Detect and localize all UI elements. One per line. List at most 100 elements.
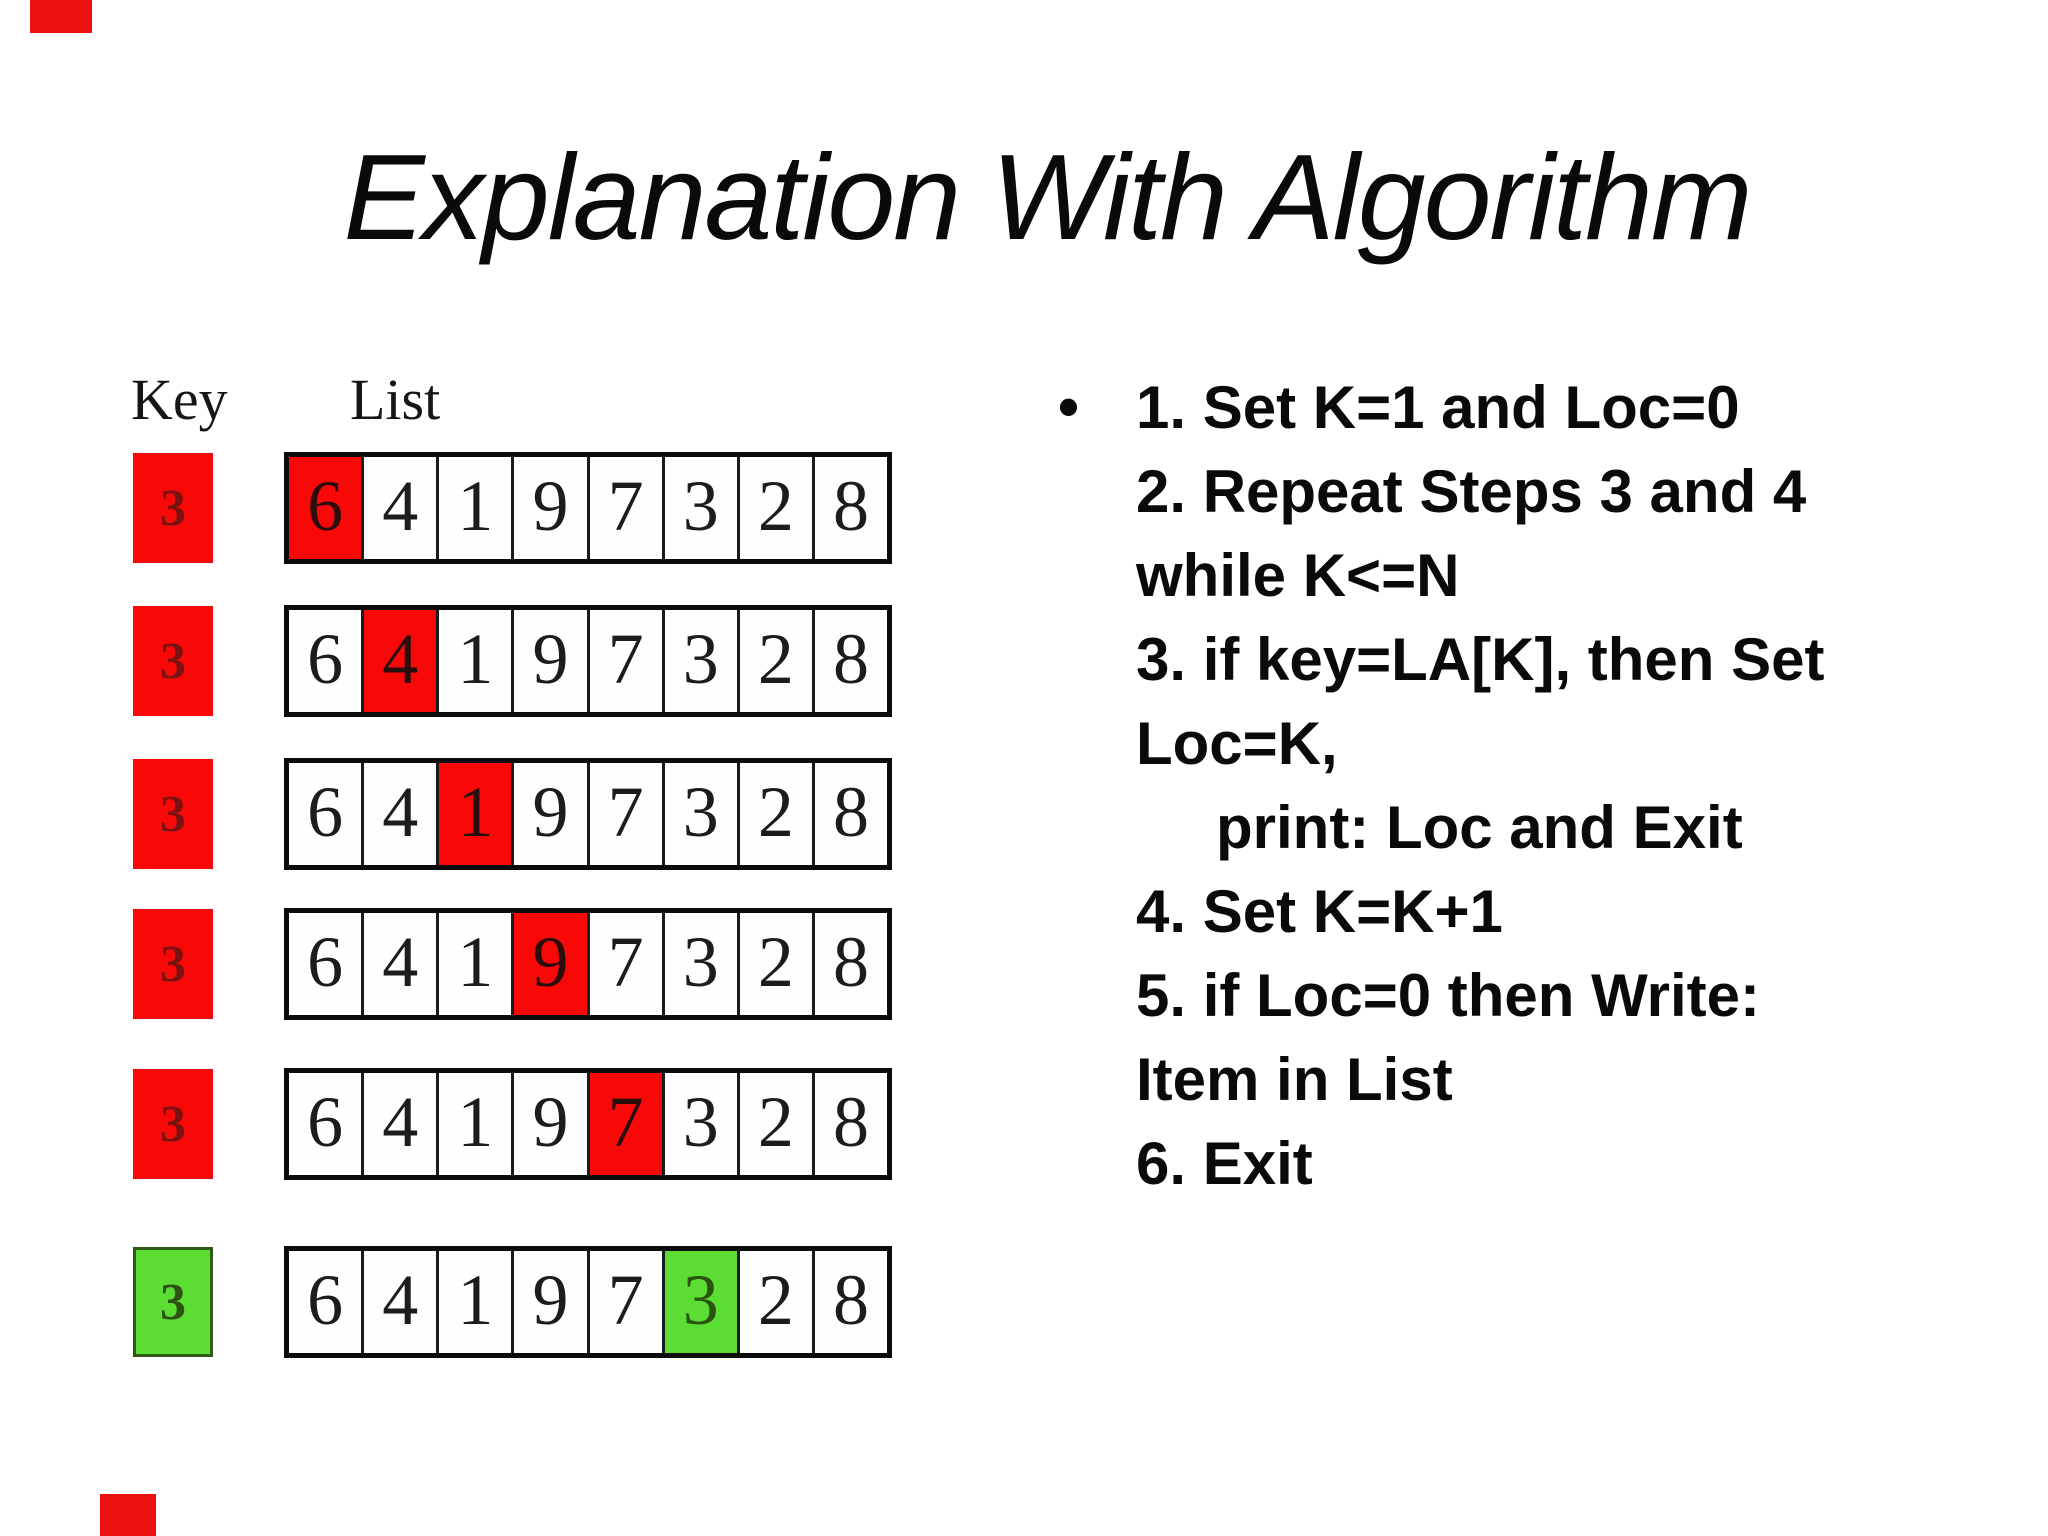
cell-value: 4 (382, 618, 419, 699)
cell-value: 3 (682, 771, 719, 852)
cell-value: 1 (457, 771, 494, 852)
list-cell: 9 (511, 1251, 586, 1353)
cell-value: 2 (757, 465, 794, 546)
algorithm-line: 3. if key=LA[K], then Set (1136, 626, 1825, 693)
cell-value: 2 (757, 1259, 794, 1340)
cell-value: 1 (457, 921, 494, 1002)
cell-value: 7 (607, 1259, 644, 1340)
cell-value: 9 (532, 1081, 569, 1162)
cell-value: 1 (457, 1259, 494, 1340)
list-cell: 6 (289, 913, 361, 1015)
cell-value: 1 (457, 465, 494, 546)
list-cell: 3 (661, 457, 737, 559)
list-cell-highlighted: 1 (436, 763, 512, 865)
key-box: 3 (133, 1069, 213, 1179)
list-cell: 3 (661, 610, 737, 712)
list-cell: 1 (436, 457, 511, 559)
cell-value: 8 (832, 618, 869, 699)
list-cell: 9 (511, 610, 586, 712)
list-cell-highlighted: 3 (661, 1251, 737, 1353)
list-cell: 8 (811, 1073, 887, 1175)
key-box-match: 3 (133, 1247, 213, 1357)
algorithm-line: 4. Set K=K+1 (1136, 878, 1503, 945)
cell-value: 2 (757, 771, 794, 852)
list-cell: 8 (811, 610, 887, 712)
cell-value: 9 (532, 921, 569, 1002)
list-cell: 7 (586, 763, 662, 865)
list-cell: 3 (661, 763, 737, 865)
list-cell: 9 (511, 457, 586, 559)
list-cell: 4 (361, 1251, 436, 1353)
cell-value: 7 (607, 465, 644, 546)
key-value: 3 (160, 935, 186, 993)
cell-value: 6 (307, 1259, 344, 1340)
list-cell: 4 (361, 913, 436, 1015)
cell-value: 4 (382, 921, 419, 1002)
key-box: 3 (133, 453, 213, 563)
algorithm-line: 2. Repeat Steps 3 and 4 (1136, 458, 1807, 525)
list-cell: 6 (289, 763, 361, 865)
list-cell: 1 (436, 1073, 511, 1175)
key-box: 3 (133, 606, 213, 716)
algorithm-line: while K<=N (1136, 542, 1460, 609)
list-cell: 1 (436, 610, 511, 712)
cell-value: 4 (382, 771, 419, 852)
list-cell: 4 (361, 457, 436, 559)
cell-value: 3 (682, 1259, 719, 1340)
list-cell: 2 (736, 763, 812, 865)
cell-value: 8 (832, 465, 869, 546)
list-cell: 7 (586, 913, 662, 1015)
list-cell: 4 (361, 1073, 436, 1175)
list-cell: 3 (661, 1073, 737, 1175)
list-cell: 7 (586, 457, 662, 559)
cell-value: 7 (607, 921, 644, 1002)
cell-value: 6 (307, 1081, 344, 1162)
list-cell: 6 (289, 610, 361, 712)
list-cell-highlighted: 6 (289, 457, 362, 559)
list-cell: 2 (736, 1073, 812, 1175)
cell-value: 3 (682, 1081, 719, 1162)
cell-value: 8 (832, 1081, 869, 1162)
list-cell: 2 (736, 457, 812, 559)
key-box: 3 (133, 759, 213, 869)
cell-value: 2 (757, 1081, 794, 1162)
red-edge-mark-top (30, 0, 92, 33)
list-column-label: List (350, 367, 441, 432)
cell-value: 3 (682, 921, 719, 1002)
cell-value: 1 (457, 618, 494, 699)
list-cell: 7 (586, 1251, 662, 1353)
cell-value: 4 (382, 465, 419, 546)
page-title: Explanation With Algorithm (343, 129, 1752, 265)
cell-value: 6 (307, 771, 344, 852)
list-cell: 9 (511, 763, 586, 865)
cell-value: 8 (832, 1259, 869, 1340)
cell-value: 6 (307, 465, 344, 546)
cell-value: 6 (307, 618, 344, 699)
cell-value: 9 (532, 771, 569, 852)
list-cell-highlighted: 4 (361, 610, 437, 712)
cell-value: 3 (682, 465, 719, 546)
list-cell: 4 (361, 763, 436, 865)
key-column-label: Key (131, 367, 228, 432)
cell-value: 1 (457, 1081, 494, 1162)
cell-value: 8 (832, 921, 869, 1002)
list-cell-highlighted: 9 (511, 913, 587, 1015)
list-cell: 2 (736, 1251, 812, 1353)
cell-value: 9 (532, 1259, 569, 1340)
algorithm-line: 6. Exit (1136, 1130, 1313, 1197)
list-cell: 8 (811, 763, 887, 865)
cell-value: 9 (532, 465, 569, 546)
key-value: 3 (160, 785, 186, 843)
